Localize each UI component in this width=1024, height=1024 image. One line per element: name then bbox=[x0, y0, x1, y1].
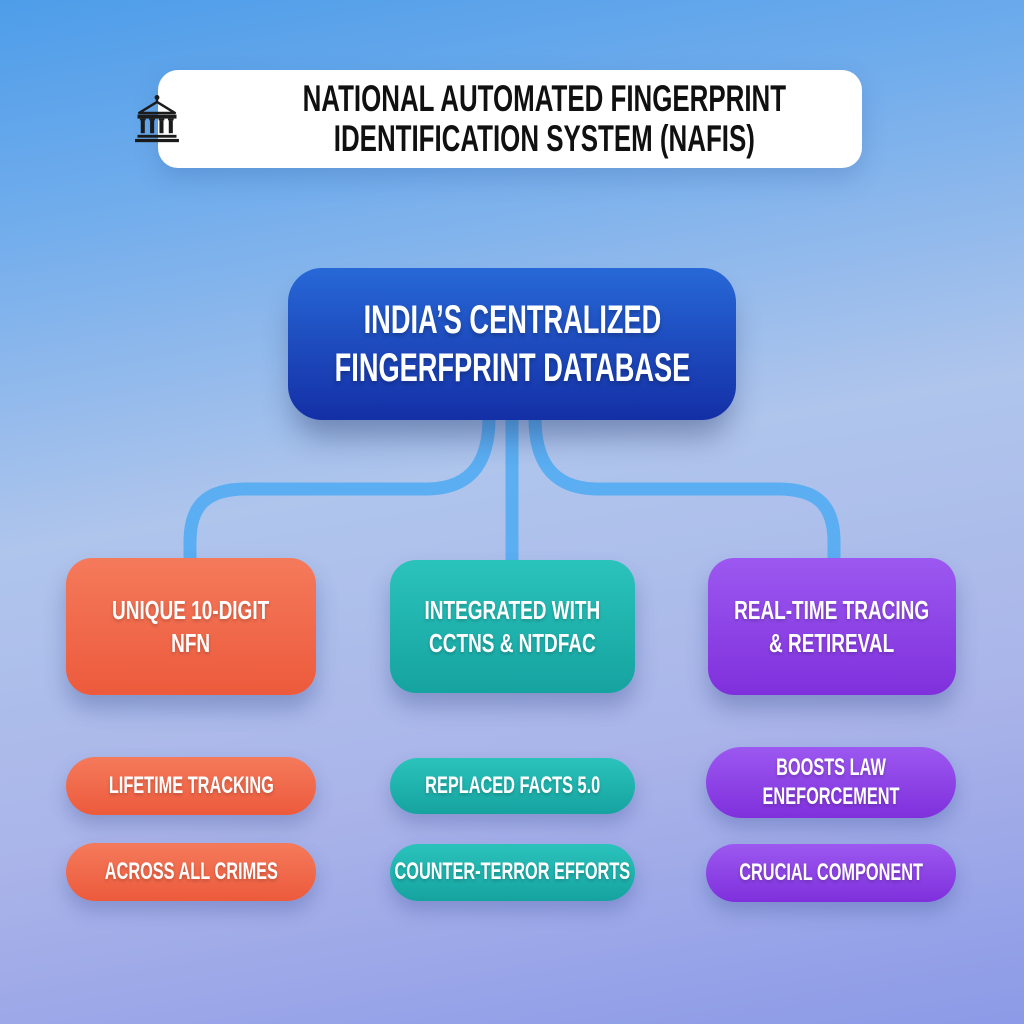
pill-label: ACROSS ALL CRIMES bbox=[104, 857, 278, 885]
branch-title-line2: NFN bbox=[171, 627, 211, 658]
pill-label: BOOSTS LAW ENEFORCEMENT bbox=[762, 753, 900, 810]
pill-replaced-facts: REPLACED FACTS 5.0 bbox=[390, 758, 635, 814]
branch-title: INTEGRATED WITH CCTNS & NTDFAC bbox=[425, 594, 601, 659]
header-title-line2: IDENTIFICATION SYSTEM (NAFIS) bbox=[333, 118, 755, 159]
branch-title: REAL-TIME TRACING & RETIREVAL bbox=[734, 594, 929, 659]
pill-crucial-component: CRUCIAL COMPONENT bbox=[706, 844, 956, 902]
pill-label: REPLACED FACTS 5.0 bbox=[424, 771, 601, 799]
header-banner: NATIONAL AUTOMATED FINGERPRINT IDENTIFIC… bbox=[134, 70, 862, 168]
connector-right bbox=[528, 417, 841, 562]
branch-title-line1: INTEGRATED WITH bbox=[424, 595, 601, 625]
branch-title-line2: CCTNS & NTDFAC bbox=[429, 627, 596, 658]
connector-left bbox=[183, 417, 496, 562]
branch-title-line2: & RETIREVAL bbox=[769, 627, 895, 658]
branch-title-line1: UNIQUE 10-DIGIT bbox=[112, 595, 270, 625]
header-title: NATIONAL AUTOMATED FINGERPRINT IDENTIFIC… bbox=[302, 79, 785, 159]
branch-title: UNIQUE 10-DIGIT NFN bbox=[112, 594, 269, 659]
branch-title-line1: REAL-TIME TRACING bbox=[734, 595, 930, 625]
root-title-line1: INDIA’S CENTRALIZED bbox=[363, 298, 661, 342]
branch-node-unique-nfn: UNIQUE 10-DIGIT NFN bbox=[66, 558, 316, 695]
header-title-line1: NATIONAL AUTOMATED FINGERPRINT bbox=[302, 78, 786, 120]
branch-node-real-time: REAL-TIME TRACING & RETIREVAL bbox=[708, 558, 956, 695]
pill-label: CRUCIAL COMPONENT bbox=[739, 858, 923, 886]
root-node-title: INDIA’S CENTRALIZED FINGERFPRINT DATABAS… bbox=[334, 296, 690, 392]
root-node: INDIA’S CENTRALIZED FINGERFPRINT DATABAS… bbox=[288, 268, 736, 420]
pill-lifetime-tracking: LIFETIME TRACKING bbox=[66, 757, 316, 815]
bank-building-icon bbox=[131, 93, 183, 145]
root-title-line2: FINGERFPRINT DATABASE bbox=[334, 346, 690, 390]
branch-node-integration: INTEGRATED WITH CCTNS & NTDFAC bbox=[390, 560, 635, 693]
pill-label: COUNTER-TERROR EFFORTS bbox=[394, 858, 631, 886]
pill-counter-terror: COUNTER-TERROR EFFORTS bbox=[390, 844, 635, 901]
pill-across-all-crimes: ACROSS ALL CRIMES bbox=[66, 843, 316, 901]
pill-label: LIFETIME TRACKING bbox=[108, 771, 274, 799]
pill-boosts-law-enforcement: BOOSTS LAW ENEFORCEMENT bbox=[706, 747, 956, 818]
